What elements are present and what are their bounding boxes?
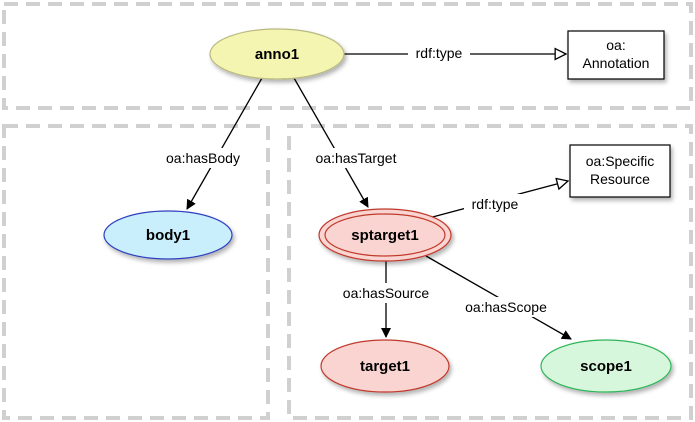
right-region (287, 124, 693, 420)
class-box-specific-resource: oa:Specific Resource (569, 144, 671, 198)
edge-label-has-body: oa:hasBody (166, 150, 240, 166)
node-label-sptarget1: sptarget1 (351, 227, 419, 244)
node-body1: body1 (103, 210, 233, 260)
node-label-body1: body1 (146, 227, 190, 244)
class-box-annotation-line2: Annotation (583, 55, 650, 71)
class-box-annotation-line1: oa: (606, 37, 625, 53)
top-region (2, 2, 693, 110)
edge-has-target (293, 77, 369, 208)
edge-label-sptarget1-type: rdf:type (472, 196, 519, 212)
node-label-anno1: anno1 (255, 46, 299, 63)
edge-label-has-source: oa:hasSource (343, 285, 430, 301)
node-sptarget1: sptarget1 (318, 208, 452, 262)
class-box-specific-resource-line1: oa:Specific (586, 153, 654, 169)
edge-label-has-target: oa:hasTarget (316, 150, 397, 166)
edge-label-anno1-type: rdf:type (416, 45, 463, 61)
left-region (2, 124, 270, 420)
node-anno1: anno1 (209, 28, 345, 80)
class-box-annotation: oa: Annotation (567, 30, 665, 80)
class-box-specific-resource-line2: Resource (590, 171, 650, 187)
node-target1: target1 (320, 339, 450, 393)
node-scope1: scope1 (540, 339, 672, 393)
node-label-target1: target1 (360, 358, 410, 375)
edge-label-has-scope: oa:hasScope (465, 299, 547, 315)
edge-has-body (186, 77, 263, 210)
node-label-scope1: scope1 (580, 358, 632, 375)
